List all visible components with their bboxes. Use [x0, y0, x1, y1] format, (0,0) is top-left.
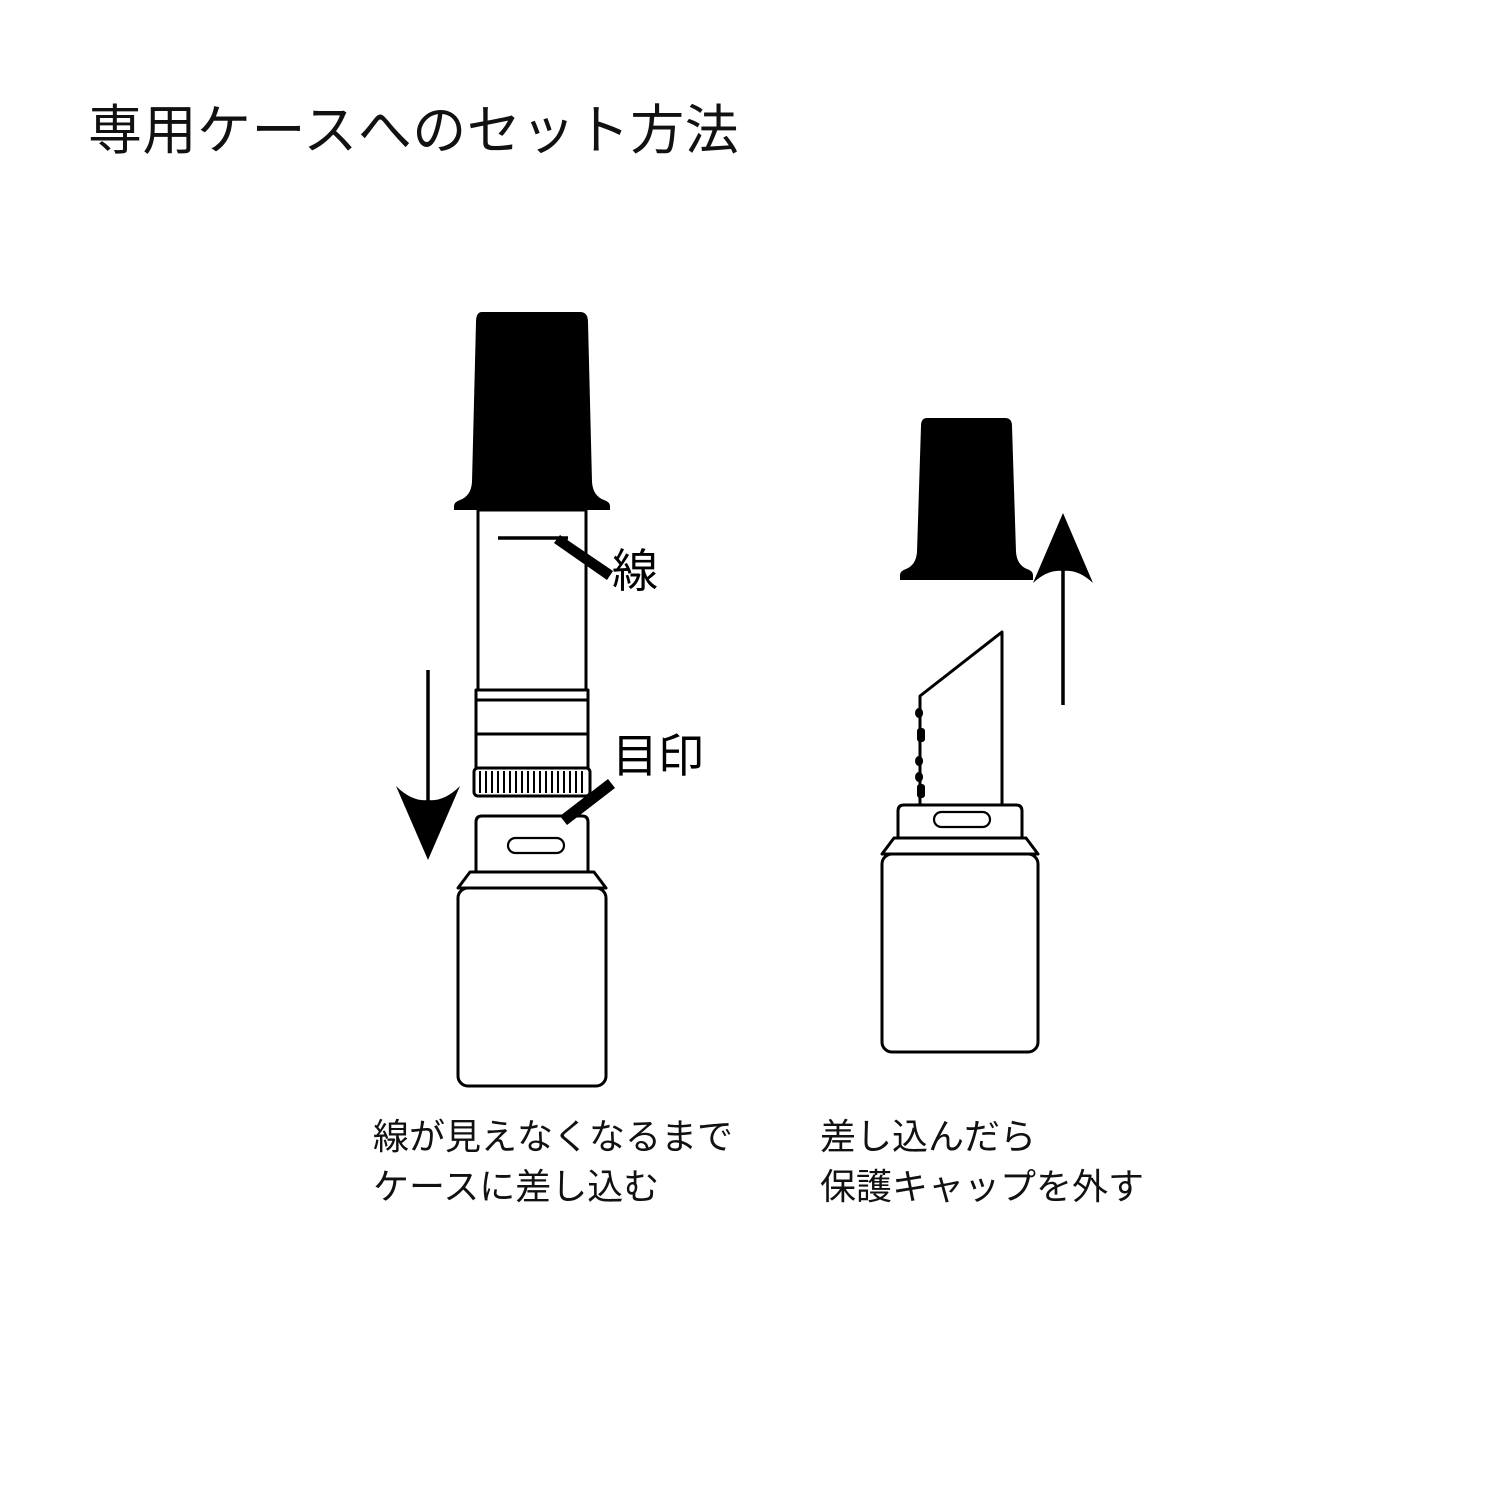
- knurled-ring-outline: [472, 766, 592, 798]
- knurled-ring-teeth: [479, 771, 583, 793]
- protective-cap: [454, 312, 610, 510]
- caption-step-remove-cap: 差し込んだら 保護キャップを外す: [820, 1116, 1145, 1207]
- protective-cap: [900, 418, 1033, 580]
- banded-collar-lower: [474, 732, 590, 770]
- mark-label-leader: [560, 779, 615, 825]
- case-alignment-mark: [506, 836, 566, 855]
- insert-arrow-down: [396, 670, 460, 860]
- figure-right-drawing: [880, 418, 1093, 1054]
- case-neck: [474, 814, 590, 874]
- case-body: [456, 886, 608, 1088]
- annotation-line-label: 線: [612, 545, 658, 597]
- blade-edge-ticks: [915, 708, 925, 798]
- case-neck: [896, 803, 1024, 840]
- line-label-leader: [554, 535, 613, 580]
- case-body: [880, 852, 1040, 1054]
- figure-remove-cap: [800, 260, 1220, 1100]
- annotation-mark-label: 目印: [612, 730, 704, 782]
- case-shoulder: [880, 836, 1040, 856]
- remove-arrow-up: [1033, 513, 1093, 705]
- page-title: 専用ケースへのセット方法: [88, 101, 740, 161]
- angled-blade: [918, 630, 1004, 807]
- figure-insert-refill: [330, 260, 800, 1100]
- figure-left-drawing: [396, 312, 615, 1088]
- caption-step-insert: 線が見えなくなるまで ケースに差し込む: [373, 1116, 734, 1207]
- banded-collar-mid: [474, 698, 590, 736]
- case-alignment-mark: [932, 810, 992, 829]
- case-shoulder: [456, 870, 608, 890]
- refill-tube: [476, 508, 588, 692]
